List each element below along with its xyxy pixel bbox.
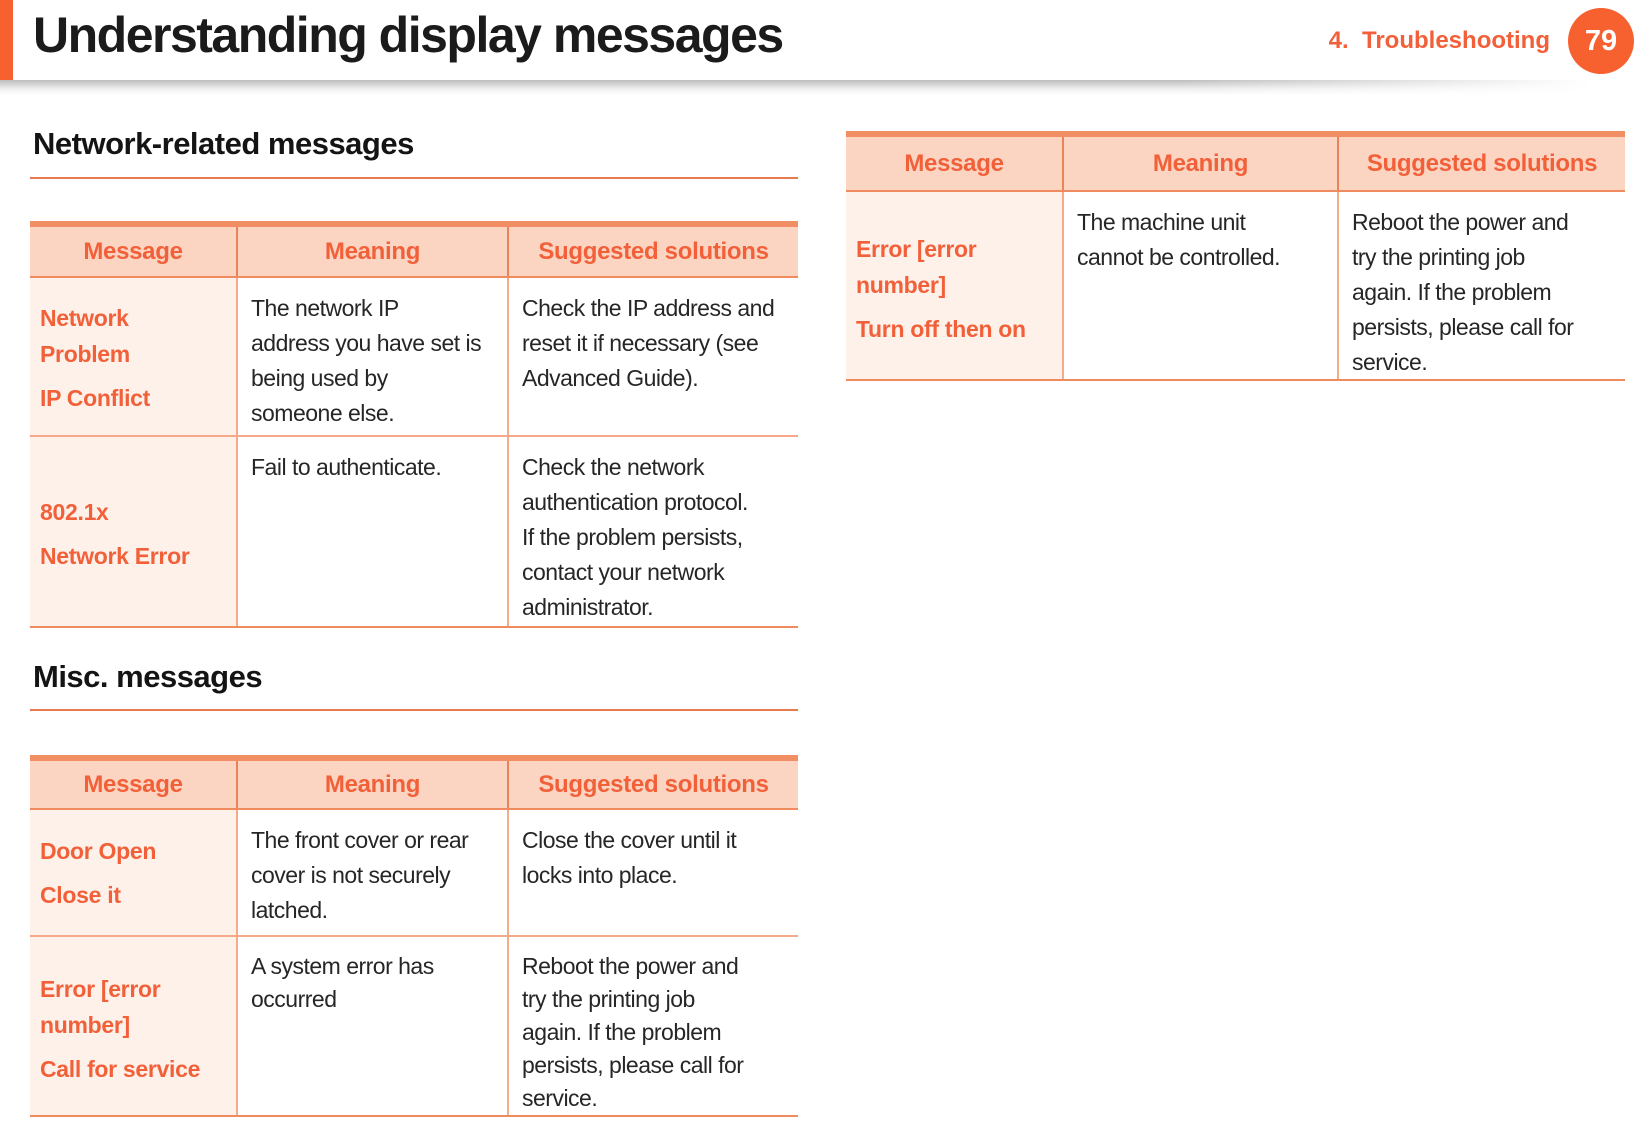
page-number-badge: 79 <box>1568 8 1634 74</box>
meaning-cell: Fail to authenticate. <box>236 437 507 626</box>
column-header-meaning: Meaning <box>236 761 507 808</box>
solution-cell: Reboot the power and try the printing jo… <box>507 937 798 1115</box>
accent-left-bar <box>0 0 13 90</box>
table-row: Error [error number] Call for service A … <box>30 935 798 1115</box>
message-text: Close it <box>40 881 121 908</box>
message-cell: Network Problem IP Conflict <box>30 278 236 435</box>
page-title: Understanding display messages <box>33 7 784 63</box>
message-text: Door Open <box>40 837 157 864</box>
message-text: 802.1x <box>40 499 109 525</box>
section-divider <box>30 709 798 711</box>
section-heading-network: Network-related messages <box>33 126 414 161</box>
network-messages-table: Message Meaning Suggested solutions Netw… <box>30 221 798 628</box>
meaning-cell: The network IP address you have set is b… <box>236 278 507 435</box>
message-text: Turn off then on <box>856 316 1026 342</box>
table-header-row: Message Meaning Suggested solutions <box>846 137 1625 192</box>
table-top-border <box>846 131 1625 137</box>
message-text: Call for service <box>40 1056 201 1082</box>
meaning-cell: The front cover or rear cover is not sec… <box>236 810 507 935</box>
chapter-label: 4. Troubleshooting <box>1328 27 1550 54</box>
solution-cell: Close the cover until it locks into plac… <box>507 810 798 935</box>
message-text: Network Error <box>40 543 190 569</box>
table-row: Error [error number] Turn off then on Th… <box>846 192 1625 379</box>
misc-messages-table-continued: Message Meaning Suggested solutions Erro… <box>846 131 1625 381</box>
column-header-message: Message <box>83 770 183 798</box>
meaning-cell: The machine unit cannot be controlled. <box>1062 192 1337 379</box>
message-cell: Error [error number] Call for service <box>30 937 236 1115</box>
column-header-meaning: Meaning <box>236 227 507 276</box>
message-cell: Door Open Close it <box>30 810 236 935</box>
column-header-meaning: Meaning <box>1062 137 1337 190</box>
header-shadow <box>0 80 1641 95</box>
table-top-border <box>30 221 798 227</box>
section-heading-misc: Misc. messages <box>33 659 263 694</box>
message-text: Error [error number] <box>40 976 161 1038</box>
solution-cell: Reboot the power and try the printing jo… <box>1337 192 1625 379</box>
column-header-message: Message <box>904 149 1004 177</box>
table-top-border <box>30 755 798 761</box>
column-header-solutions: Suggested solutions <box>1337 137 1625 190</box>
message-text: IP Conflict <box>40 384 151 411</box>
table-header-row: Message Meaning Suggested solutions <box>30 761 798 810</box>
message-text: Error [error number] <box>856 236 977 298</box>
column-header-solutions: Suggested solutions <box>507 227 798 276</box>
message-cell: Error [error number] Turn off then on <box>846 192 1062 379</box>
table-row: Network Problem IP Conflict The network … <box>30 278 798 435</box>
table-row: Door Open Close it The front cover or re… <box>30 810 798 935</box>
solution-cell: Check the network authentication protoco… <box>507 437 798 626</box>
message-cell: 802.1x Network Error <box>30 437 236 626</box>
misc-messages-table: Message Meaning Suggested solutions Door… <box>30 755 798 1117</box>
section-divider <box>30 177 798 179</box>
column-header-solutions: Suggested solutions <box>507 761 798 808</box>
meaning-cell: A system error has occurred <box>236 937 507 1115</box>
column-header-message: Message <box>83 237 183 265</box>
table-row: 802.1x Network Error Fail to authenticat… <box>30 435 798 626</box>
solution-cell: Check the IP address and reset it if nec… <box>507 278 798 435</box>
message-text: Network Problem <box>40 304 130 367</box>
table-header-row: Message Meaning Suggested solutions <box>30 227 798 278</box>
